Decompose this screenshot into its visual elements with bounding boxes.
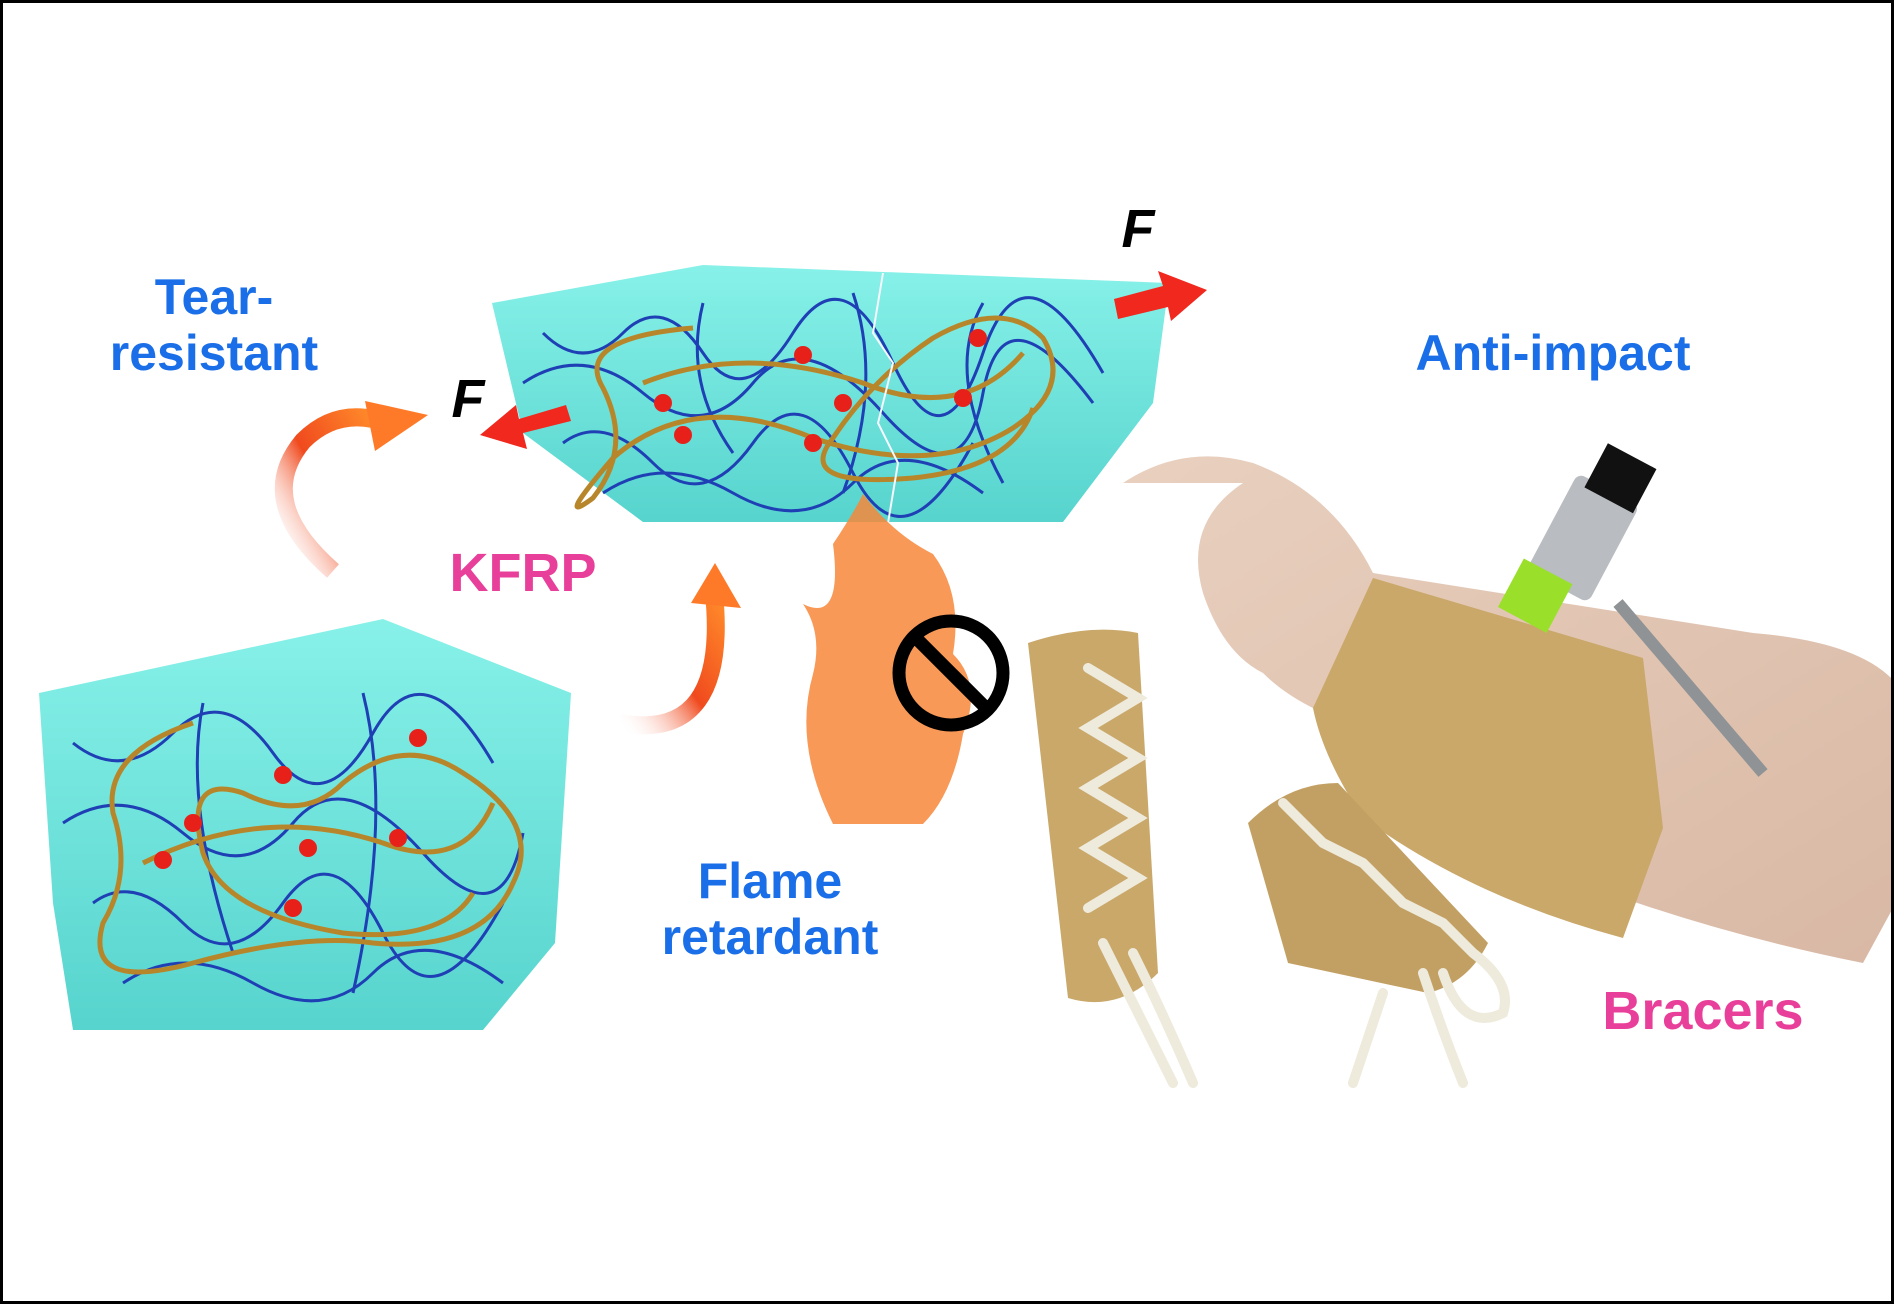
curved-arrow-up-left (274, 408, 375, 578)
hammer-head (1529, 475, 1637, 601)
bracers-photo (1028, 629, 1510, 1088)
label-flame-line2: retardant (661, 909, 879, 965)
hammer-handle (1613, 599, 1768, 777)
fiber-network (522, 292, 1105, 518)
crack-lightning (871, 272, 900, 524)
curved-arrow-up-right-head (691, 563, 741, 608)
force-arrow-right (1114, 271, 1207, 321)
label-force-left: F (451, 369, 485, 429)
curved-arrow-up-left-head (365, 401, 428, 451)
kfrp-block-relaxed (39, 619, 571, 1030)
curved-arrow-up-right (617, 592, 725, 735)
dynamic-bonds (654, 329, 987, 452)
label-flame-line1: Flame (697, 853, 843, 909)
label-force-right: F (1121, 199, 1155, 259)
label-kfrp: KFRP (449, 543, 597, 603)
prohibited-icon (892, 614, 1010, 732)
polymer-chains (574, 315, 1056, 510)
label-tear-line2: resistant (109, 325, 319, 381)
label-bracers: Bracers (1602, 981, 1804, 1041)
diagram-art (39, 265, 1891, 1088)
force-arrow-left (480, 405, 571, 449)
label-tear-resistant: Tear- resistant (89, 269, 339, 381)
label-anti-impact: Anti-impact (1415, 325, 1691, 381)
label-flame-retardant: Flame retardant (620, 853, 920, 965)
kfrp-block-stretched (492, 265, 1169, 524)
flame-icon (803, 494, 971, 824)
label-tear-line1: Tear- (154, 269, 274, 325)
arm-with-bracer-photo (1123, 443, 1891, 963)
